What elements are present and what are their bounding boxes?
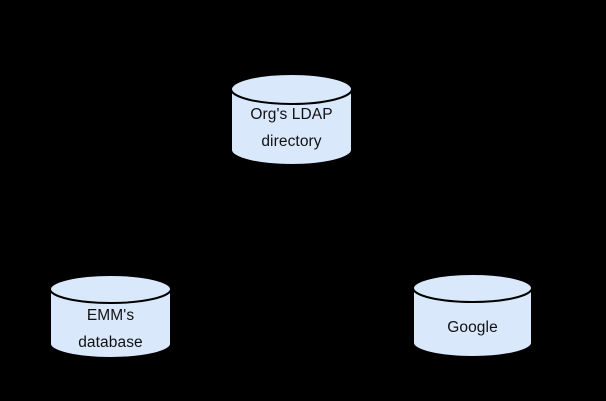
node-label-line: directory xyxy=(261,132,322,150)
node-label-line: database xyxy=(78,333,143,351)
emms-database-node: EMM's database xyxy=(49,274,172,359)
cylinder-top xyxy=(49,274,172,304)
cylinder-top xyxy=(412,273,533,303)
node-label: EMM's database xyxy=(49,298,172,359)
google-node: Google xyxy=(412,273,533,358)
database-cylinder-icon xyxy=(49,274,172,359)
node-label-line: Org's LDAP xyxy=(250,105,333,123)
database-cylinder-icon xyxy=(230,73,353,166)
node-label-line: EMM's xyxy=(86,306,135,324)
database-cylinder-icon xyxy=(412,273,533,358)
cylinder-body xyxy=(230,89,353,166)
cylinder-top xyxy=(230,73,353,105)
node-label: Google xyxy=(412,297,533,358)
cylinder-body xyxy=(49,289,172,359)
node-label-line: Google xyxy=(447,319,498,336)
orgs-ldap-directory-node: Org's LDAP directory xyxy=(230,73,353,166)
node-label: Org's LDAP directory xyxy=(230,97,353,158)
cylinder-body xyxy=(412,288,533,358)
